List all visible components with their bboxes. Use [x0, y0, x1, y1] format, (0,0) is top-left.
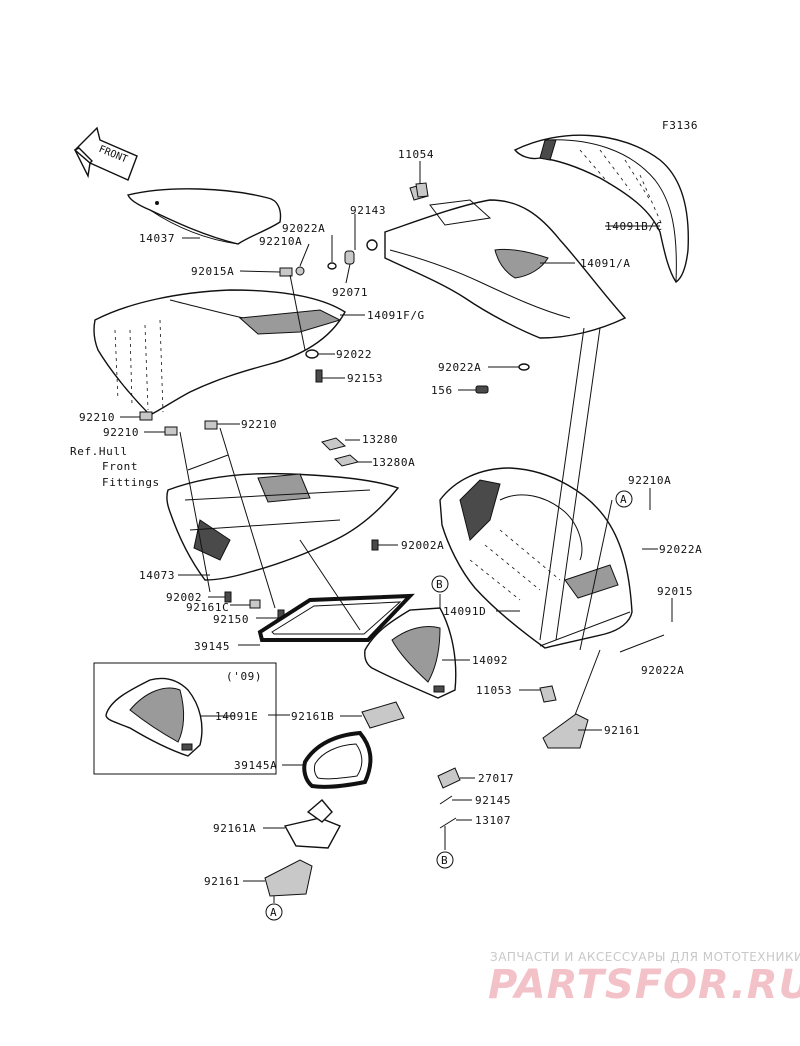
label-27017: 27017	[478, 772, 514, 785]
label-92210-b: 92210	[103, 426, 139, 439]
part-39145-gasket	[257, 593, 415, 642]
label-92071: 92071	[332, 286, 368, 299]
label-13280: 13280	[362, 433, 398, 446]
svg-text:B: B	[441, 854, 448, 867]
hull-note-line2: Front	[102, 460, 138, 473]
label-92143: 92143	[350, 204, 386, 217]
part-14091BC-panel	[513, 134, 689, 283]
label-11054: 11054	[398, 148, 434, 161]
pads-92161	[264, 701, 589, 897]
part-14091A-panel	[384, 183, 627, 339]
part-14091D-hull	[439, 467, 633, 649]
label-14091FG: 14091F/G	[367, 309, 425, 322]
part-14037-cover	[127, 188, 282, 245]
label-92210-a: 92210	[79, 411, 115, 424]
label-156: 156	[431, 384, 453, 397]
label-92022A-right: 92022A	[659, 543, 702, 556]
label-92161A: 92161A	[213, 822, 256, 835]
label-92210A-right: 92210A	[628, 474, 671, 487]
label-92145: 92145	[475, 794, 511, 807]
label-92161B: 92161B	[291, 710, 334, 723]
svg-text:A: A	[620, 493, 627, 506]
diagram-code: F3136	[662, 119, 698, 132]
hull-note-line1: Ref.Hull	[70, 445, 128, 458]
label-39145: 39145	[194, 640, 230, 653]
brackets-13280	[321, 437, 360, 467]
label-14037: 14037	[139, 232, 175, 245]
label-39145A: 39145A	[234, 759, 277, 772]
label-13280A: 13280A	[372, 456, 415, 469]
hull-note-line3: Fittings	[102, 476, 160, 489]
label-92022: 92022	[336, 348, 372, 361]
bumper-11054	[415, 182, 429, 198]
label-92022A-mid: 92022A	[438, 361, 481, 374]
callout-a-upper: A	[615, 490, 633, 508]
label-92161-right: 92161	[604, 724, 640, 737]
part-14092-pad	[364, 607, 457, 699]
label-92161-low: 92161	[204, 875, 240, 888]
label-92015A: 92015A	[191, 265, 234, 278]
label-92022A-top: 92022A	[282, 222, 325, 235]
part-14073-frame	[166, 454, 400, 581]
callout-b-lower: B	[436, 851, 454, 869]
inset-box: ('09)	[93, 662, 277, 775]
label-92161C: 92161C	[186, 601, 229, 614]
callout-b-upper: B	[431, 575, 449, 593]
svg-text:A: A	[270, 906, 277, 919]
label-92002: 92002	[166, 591, 202, 604]
front-arrow: FRONT	[73, 126, 138, 181]
watermark-caption: ЗАПЧАСТИ И АКСЕССУАРЫ ДЛЯ МОТОТЕХНИКИ	[490, 950, 800, 964]
label-92210A-top: 92210A	[259, 235, 302, 248]
label-11053: 11053	[476, 684, 512, 697]
label-92015: 92015	[657, 585, 693, 598]
label-92153: 92153	[347, 372, 383, 385]
label-14091BC: 14091B/C	[605, 220, 663, 233]
watermark-logo: PARTSFOR.RU	[488, 962, 800, 1008]
label-14073: 14073	[139, 569, 175, 582]
label-14092: 14092	[472, 654, 508, 667]
part-14091FG-deck	[93, 289, 346, 416]
part-39145A-ring	[302, 730, 373, 789]
clips-92210	[139, 267, 293, 436]
label-92002A: 92002A	[401, 539, 444, 552]
callout-a-lower: A	[265, 903, 283, 921]
bumper-11053	[539, 685, 557, 703]
label-92022A-low: 92022A	[641, 664, 684, 677]
leader-lines	[120, 161, 673, 903]
label-92210-c: 92210	[241, 418, 277, 431]
model-year-note: ('09)	[226, 670, 262, 683]
label-13107: 13107	[475, 814, 511, 827]
svg-text:B: B	[436, 578, 443, 591]
label-14091E: 14091E	[215, 710, 258, 723]
label-14091D: 14091D	[443, 605, 486, 618]
label-92150: 92150	[213, 613, 249, 626]
small-parts-right	[437, 767, 461, 829]
label-14091A: 14091/A	[580, 257, 631, 270]
